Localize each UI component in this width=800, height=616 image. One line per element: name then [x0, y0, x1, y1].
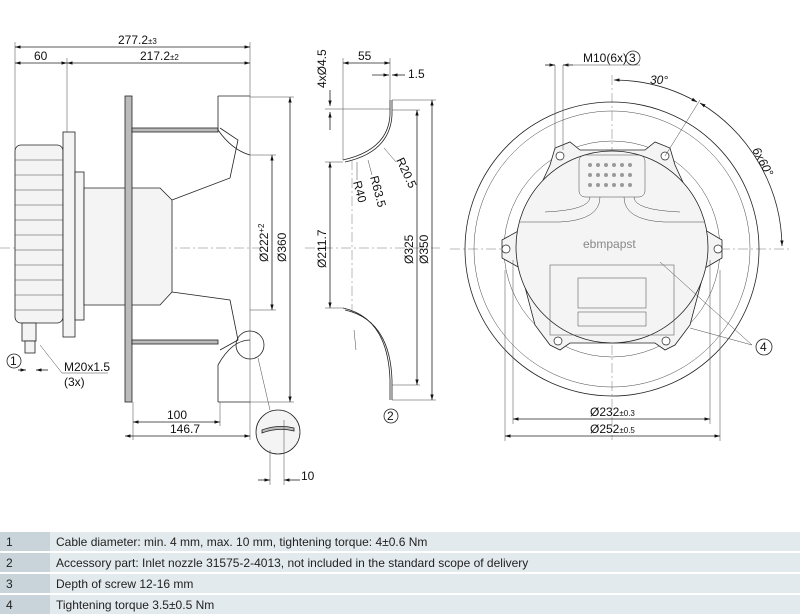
dim-overall-length: 277.2±3: [118, 33, 157, 47]
note-number: 3: [0, 574, 50, 593]
dim-100: 100: [167, 408, 187, 422]
dim-d325: Ø325: [402, 234, 416, 264]
dim-146-7: 146.7: [170, 422, 200, 436]
technical-drawing: 277.2±3 60 217.2±2: [0, 33, 790, 485]
dim-d350: Ø350: [417, 234, 431, 264]
dim-d222: Ø222+2: [257, 223, 271, 262]
dim-motor-length: 60: [34, 49, 48, 63]
dim-1-5: 1.5: [408, 67, 425, 81]
note-number: 2: [0, 553, 50, 572]
marker-3: 3: [629, 51, 636, 65]
dim-holes: 4xØ4.5: [315, 49, 329, 88]
detail-circle: [255, 409, 301, 455]
note-text: Accessory part: Inlet nozzle 31575-2-401…: [50, 553, 800, 572]
dim-d232: Ø232±0.3: [590, 405, 635, 419]
note-text: Tightening torque 3.5±0.5 Nm: [50, 595, 800, 614]
marker-4: 4: [760, 340, 767, 354]
front-view: ebmpapst M10(6x) 3 30° 6x60° 4 Ø232±0.3 …: [450, 50, 790, 441]
dim-55: 55: [358, 49, 372, 63]
marker-2: 2: [387, 409, 394, 423]
note-number: 4: [0, 595, 50, 614]
ebmpapst-logo: ebmpapst: [583, 237, 636, 251]
backplate: [124, 95, 133, 403]
radius-r40: R40: [350, 179, 369, 204]
note-text: Cable diameter: min. 4 mm, max. 10 mm, t…: [50, 532, 800, 551]
dim-d360: Ø360: [275, 232, 289, 262]
dim-10: 10: [301, 469, 315, 483]
angle-30: 30°: [650, 73, 668, 87]
inlet-nozzle-view: 55 1.5 4xØ4.5 Ø211.7 Ø325 Ø350 R40 R63.5: [305, 49, 440, 424]
nozzle-profile: [342, 100, 391, 161]
gland-thread-label: M20x1.5: [64, 360, 110, 374]
radius-r63-5: R63.5: [367, 174, 389, 209]
screw-label: M10(6x): [583, 51, 627, 65]
radius-r20-5: R20.5: [393, 155, 419, 190]
angle-6x60: 6x60°: [749, 145, 776, 179]
dim-d211-7: Ø211.7: [315, 229, 329, 268]
note-text: Depth of screw 12-16 mm: [50, 574, 800, 593]
dim-impeller-length: 217.2±2: [140, 49, 179, 63]
motor-housing: [14, 131, 85, 354]
note-number: 1: [0, 532, 50, 551]
gland-count-label: (3x): [64, 375, 85, 389]
marker-1: 1: [10, 354, 17, 368]
outer-ring: [464, 101, 760, 397]
dim-d252: Ø252±0.5: [590, 422, 635, 436]
side-view: 277.2±3 60 217.2±2: [0, 33, 315, 485]
